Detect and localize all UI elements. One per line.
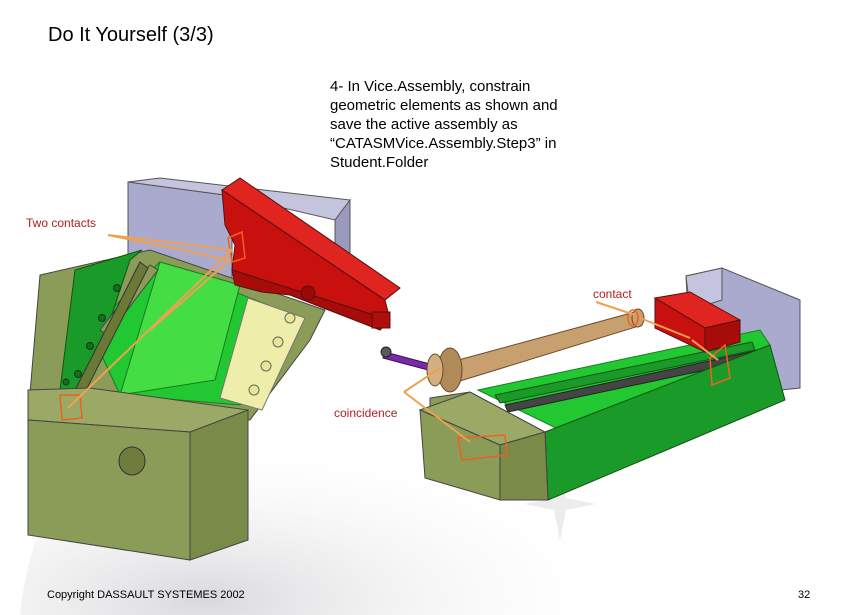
star-sparkle-icon: [524, 470, 596, 540]
contact-label: contact: [593, 287, 632, 301]
copyright-text: Copyright DASSAULT SYSTEMES 2002: [47, 589, 245, 601]
constraint-arrows: [67, 234, 719, 443]
left-vice-body: [27, 177, 351, 561]
red-block-part: [653, 291, 742, 353]
coincidence-label: coincidence: [334, 406, 398, 420]
slide-title: Do It Yourself (3/3): [48, 24, 214, 46]
shaft-part: [426, 308, 645, 393]
screw-part: [380, 346, 431, 371]
two-contacts-label: Two contacts: [26, 216, 97, 230]
red-jaw-part: [221, 177, 401, 331]
page-number: 32: [798, 589, 811, 601]
right-vice-body: [418, 267, 801, 501]
instruction-text: 4- In Vice.Assembly, constrain geometric…: [330, 78, 558, 171]
